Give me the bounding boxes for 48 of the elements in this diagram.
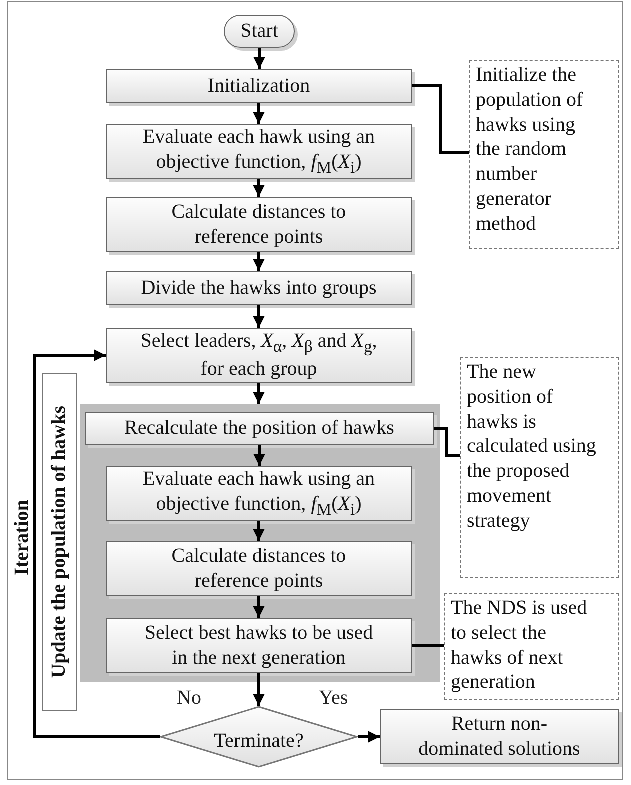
node-text: Divide the hawks into groups xyxy=(141,276,377,300)
node-text: Initialize the population of hawks using the random number generator method xyxy=(476,63,584,237)
node-text: Select best hawks to be used in the next generation xyxy=(144,620,374,670)
node-text: Calculate distances to reference points xyxy=(170,200,348,250)
arrow xyxy=(358,731,380,743)
process-box xyxy=(106,328,412,383)
node-text: Return non-dominated solutions xyxy=(418,712,582,762)
loop-panel xyxy=(80,404,440,682)
node-text: Initialization xyxy=(208,74,310,98)
process-box xyxy=(106,124,412,179)
arrow xyxy=(253,103,265,124)
node-text: Terminate? xyxy=(214,728,304,754)
arrow xyxy=(254,48,266,69)
note-box xyxy=(469,60,619,249)
process-box xyxy=(106,197,412,252)
arrow xyxy=(253,521,265,541)
process-box xyxy=(106,541,412,596)
iteration-label: Iteration xyxy=(11,500,34,576)
leader-line xyxy=(434,427,460,458)
arrow xyxy=(253,383,265,404)
arrow xyxy=(253,179,265,197)
arrow xyxy=(34,350,160,738)
arrow xyxy=(253,252,265,271)
node-text: The new position of hawks is calculated using the proposed movement strategy xyxy=(467,360,598,534)
node-text: Start xyxy=(240,19,278,44)
arrow xyxy=(253,673,265,706)
process-box xyxy=(85,412,434,445)
node-text: Select leaders, X$_{α}$, X$_{β}$ and X$_{g}$, for each group xyxy=(140,328,378,382)
arrow xyxy=(253,305,265,328)
arrow xyxy=(254,445,266,466)
loop-label-box xyxy=(42,373,77,711)
leader-line xyxy=(412,84,469,154)
process-box xyxy=(106,466,412,521)
note-box xyxy=(444,593,619,700)
node-text: Evaluate each hawk using an objective function, f$_{M}$(X$_{i}$) xyxy=(142,466,376,520)
note-box xyxy=(460,357,619,578)
node-text: Evaluate each hawk using an objective function, f$_{M}$(X$_{i}$) xyxy=(142,124,376,178)
process-box xyxy=(380,709,619,764)
process-box xyxy=(106,69,412,103)
node-text: Recalculate the position of hawks xyxy=(124,416,394,441)
process-box xyxy=(106,618,412,673)
node-text: Update the population of hawks xyxy=(47,406,72,678)
start-terminal xyxy=(224,15,295,48)
arrow xyxy=(253,596,265,618)
leader-line xyxy=(412,644,444,647)
process-box xyxy=(106,271,412,305)
node-text: Calculate distances to reference points xyxy=(170,544,348,594)
node-text: The NDS is used to select the hawks of next generation xyxy=(451,596,588,696)
